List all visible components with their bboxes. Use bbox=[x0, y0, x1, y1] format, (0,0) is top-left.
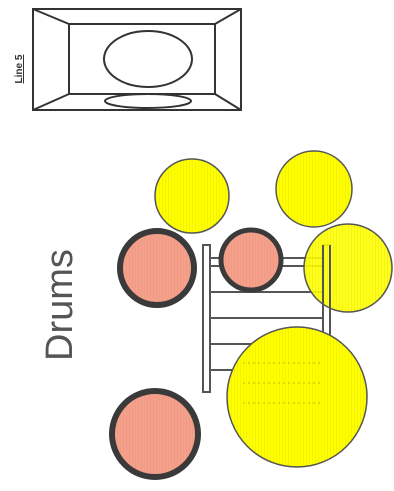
amp-port bbox=[105, 94, 191, 108]
amp-speaker bbox=[104, 31, 192, 87]
amp-inner-box bbox=[69, 24, 215, 94]
high-tom bbox=[120, 231, 194, 305]
floor-tom bbox=[112, 391, 198, 477]
rack-left-rail bbox=[203, 245, 210, 392]
drums-label: Drums bbox=[35, 245, 85, 365]
amp-edge bbox=[33, 9, 69, 24]
amp-edge bbox=[215, 9, 241, 24]
mid-tom bbox=[221, 230, 281, 290]
amp-cabinet bbox=[33, 9, 241, 110]
bass-drum bbox=[227, 327, 367, 467]
ride-cymbal bbox=[276, 151, 352, 227]
amp-edge bbox=[215, 94, 241, 110]
crash-cymbal bbox=[155, 159, 229, 233]
amp-label: Line 5 bbox=[13, 49, 27, 89]
hihat-cymbal bbox=[304, 224, 392, 312]
amp-edge bbox=[33, 94, 69, 110]
